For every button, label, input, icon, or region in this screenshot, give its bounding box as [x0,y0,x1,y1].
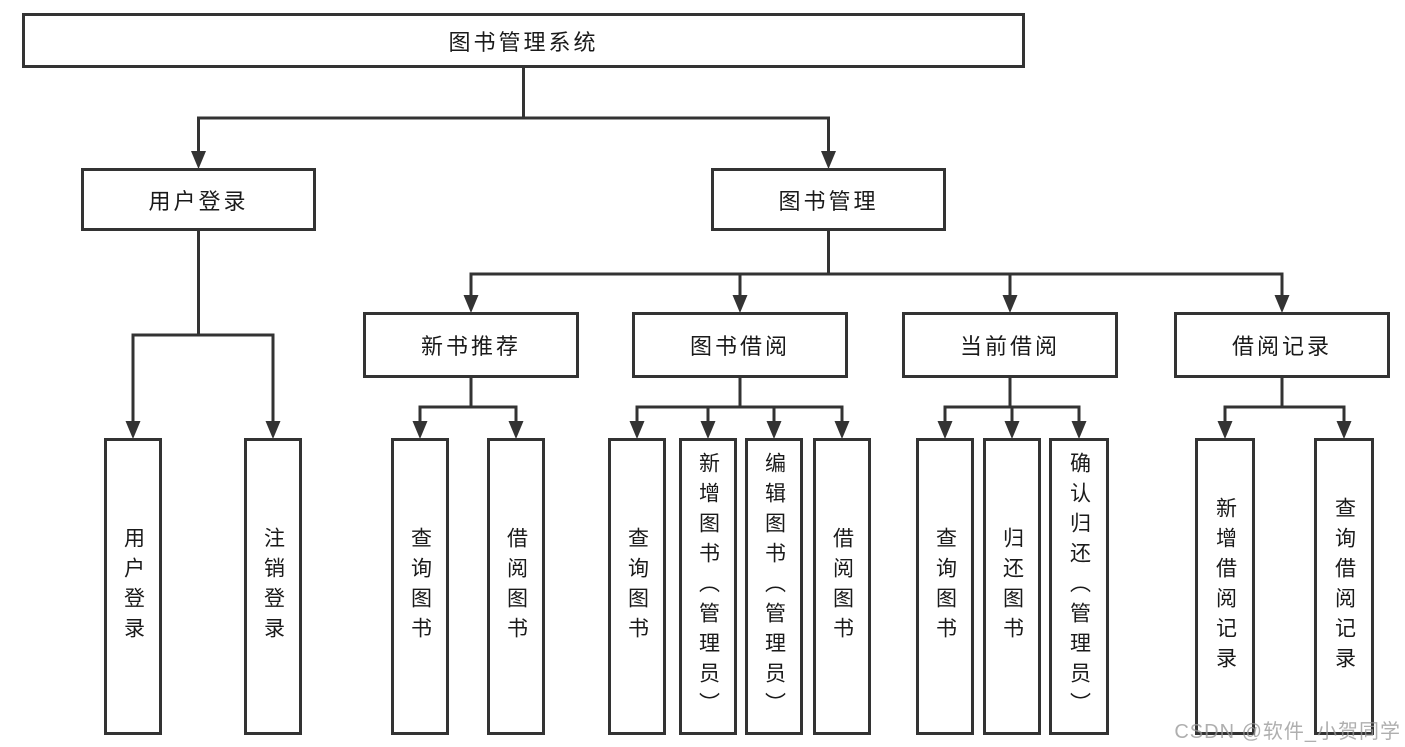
node-user-login: 用户登录 [81,168,316,231]
node-current-borrowing-label: 当前借阅 [959,334,1060,359]
node-leaf-return-books: 归还图书 [983,438,1041,735]
node-leaf-search-borrow-record-label: 查询借阅记录 [1332,496,1356,677]
arrowhead-icon [1004,421,1020,439]
node-leaf-borrow-books-1: 借阅图书 [487,438,545,735]
node-leaf-search-books-3: 查询图书 [916,438,974,735]
node-book-management-label: 图书管理 [778,188,879,214]
watermark: CSDN @软件_小贺同学 [1174,721,1401,743]
node-leaf-search-books-1: 查询图书 [391,438,449,735]
arrowhead-icon [265,421,281,439]
arrowhead-icon [1217,421,1233,439]
node-leaf-borrow-books-2: 借阅图书 [813,438,871,735]
node-leaf-search-books-2: 查询图书 [608,438,666,735]
node-leaf-add-borrow-record: 新增借阅记录 [1195,438,1255,735]
node-current-borrowing: 当前借阅 [902,312,1118,378]
node-leaf-logout: 注销登录 [244,438,302,735]
arrowhead-icon [1071,421,1087,439]
node-leaf-confirm-return-admin: 确认归还（管理员） [1049,438,1109,735]
node-leaf-search-borrow-record: 查询借阅记录 [1314,438,1374,735]
node-book-borrowing: 图书借阅 [632,312,848,378]
node-leaf-search-books-2-label: 查询图书 [625,526,649,647]
node-leaf-search-books-1-label: 查询图书 [408,526,432,647]
arrowhead-icon [412,421,428,439]
node-borrowing-records: 借阅记录 [1174,312,1390,378]
arrowhead-icon [1274,295,1290,313]
arrowhead-icon [766,421,782,439]
node-library-management-system-label: 图书管理系统 [448,29,599,55]
arrowhead-icon [125,421,141,439]
node-leaf-logout-label: 注销登录 [261,526,285,647]
node-new-book-recommend-label: 新书推荐 [420,334,521,359]
arrowhead-icon [629,421,645,439]
arrowhead-icon [463,295,479,313]
node-book-management: 图书管理 [711,168,946,231]
node-leaf-borrow-books-1-label: 借阅图书 [504,526,528,647]
node-leaf-add-book-admin: 新增图书（管理员） [679,438,737,735]
arrowhead-icon [700,421,716,439]
node-leaf-add-book-admin-label: 新增图书（管理员） [696,451,720,722]
arrowhead-icon [1336,421,1352,439]
node-leaf-user-login: 用户登录 [104,438,162,735]
node-leaf-confirm-return-admin-label: 确认归还（管理员） [1067,451,1091,722]
node-library-management-system: 图书管理系统 [22,13,1025,68]
node-leaf-user-login-label: 用户登录 [121,526,145,647]
node-leaf-edit-book-admin-label: 编辑图书（管理员） [762,451,786,722]
node-new-book-recommend: 新书推荐 [363,312,579,378]
node-user-login-label: 用户登录 [148,188,249,214]
arrowhead-icon [732,295,748,313]
node-leaf-return-books-label: 归还图书 [1000,526,1024,647]
node-borrowing-records-label: 借阅记录 [1231,334,1332,359]
node-leaf-edit-book-admin: 编辑图书（管理员） [745,438,803,735]
node-leaf-borrow-books-2-label: 借阅图书 [830,526,854,647]
arrowhead-icon [937,421,953,439]
node-book-borrowing-label: 图书借阅 [689,334,790,359]
arrowhead-icon [821,151,836,169]
arrowhead-icon [1002,295,1018,313]
node-leaf-search-books-3-label: 查询图书 [933,526,957,647]
arrowhead-icon [508,421,524,439]
node-leaf-add-borrow-record-label: 新增借阅记录 [1213,496,1237,677]
arrowhead-icon [191,151,206,169]
arrowhead-icon [834,421,850,439]
